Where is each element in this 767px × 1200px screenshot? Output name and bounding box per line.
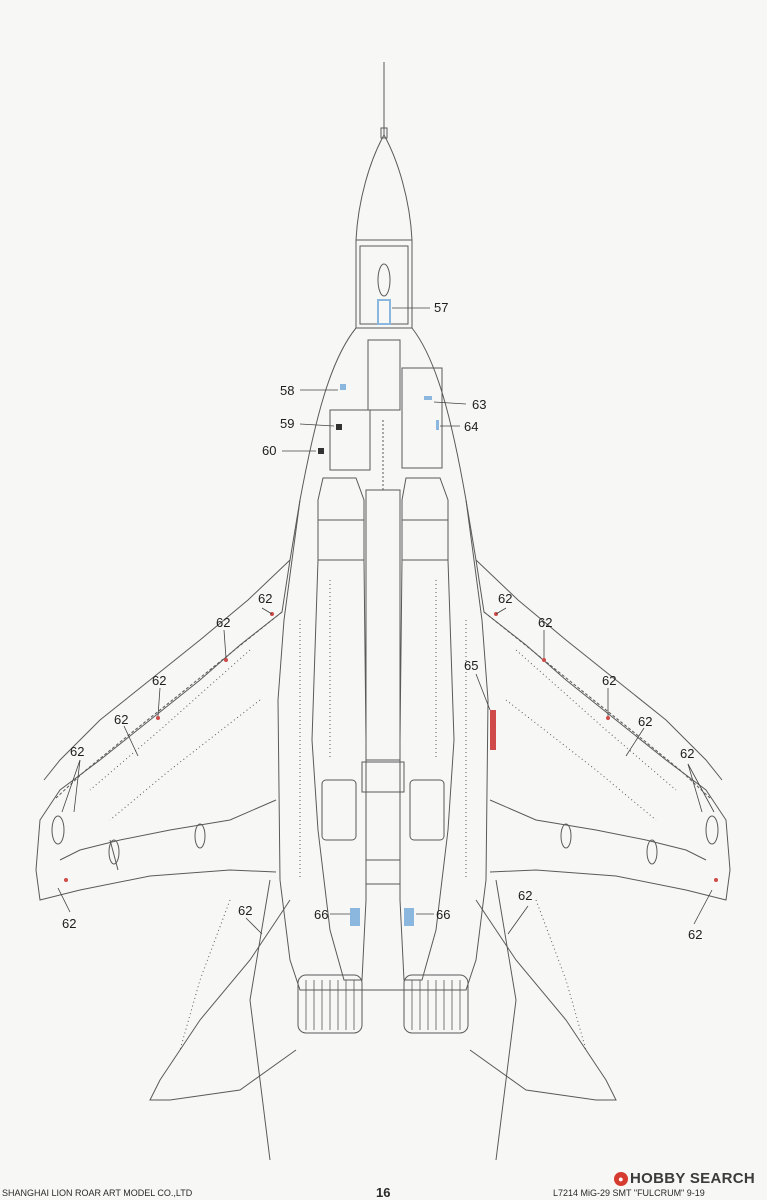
callout-65: 65 bbox=[464, 658, 479, 673]
decal-64 bbox=[436, 420, 439, 430]
ventral-fin-left bbox=[249, 879, 271, 1161]
nose-cone bbox=[355, 133, 413, 241]
pylon-right-outer-fairing bbox=[646, 839, 658, 865]
nacelle-right bbox=[399, 559, 455, 981]
callout-62-left-5: 62 bbox=[70, 744, 85, 759]
intake-left bbox=[317, 477, 365, 561]
decal-62-f bbox=[606, 716, 610, 720]
callout-62-right-7: 62 bbox=[518, 888, 533, 903]
wing-right-flap bbox=[489, 799, 707, 861]
wing-right bbox=[465, 499, 731, 901]
wing-left-leading-edge bbox=[43, 559, 291, 781]
publisher-credit: SHANGHAI LION ROAR ART MODEL CO.,LTD bbox=[2, 1188, 193, 1198]
callout-64: 64 bbox=[464, 419, 479, 434]
decal-62-h bbox=[714, 878, 718, 882]
decal-66-right bbox=[404, 908, 414, 926]
fuselage-outline bbox=[277, 327, 489, 991]
callout-62-left-2: 62 bbox=[216, 615, 231, 630]
forward-panel-right bbox=[401, 367, 443, 469]
brake-panel bbox=[365, 859, 401, 885]
decal-62-c bbox=[156, 716, 160, 720]
decal-60 bbox=[318, 448, 324, 454]
pylon-right-inner-fairing bbox=[560, 823, 572, 849]
pylon-left-outer bbox=[109, 839, 119, 871]
wingtip-left-pod bbox=[51, 815, 65, 845]
callout-62-left-3: 62 bbox=[152, 673, 167, 688]
decal-62-g bbox=[64, 878, 68, 882]
hobby-search-logo-icon: ● bbox=[614, 1172, 628, 1186]
watermark: ●HOBBY SEARCH bbox=[612, 1170, 758, 1187]
callout-62-left-1: 62 bbox=[258, 591, 273, 606]
callout-62-left-6: 62 bbox=[62, 916, 77, 931]
callout-66-left: 66 bbox=[314, 907, 329, 922]
vent-panel-center bbox=[361, 761, 405, 793]
forward-panel-left bbox=[329, 409, 371, 471]
nacelle-left bbox=[311, 559, 367, 981]
callout-57: 57 bbox=[434, 300, 449, 315]
ventral-fin-right bbox=[495, 879, 517, 1161]
pylon-left-outer-fairing bbox=[108, 839, 120, 865]
wing-right-leading-edge bbox=[475, 559, 723, 781]
decal-59 bbox=[336, 424, 342, 430]
callout-63: 63 bbox=[472, 397, 487, 412]
stabilizer-right bbox=[469, 899, 617, 1101]
stabilizer-left bbox=[149, 899, 297, 1101]
main-gear-bay-right bbox=[409, 779, 445, 841]
pitot-probe-base bbox=[380, 127, 388, 139]
decal-57 bbox=[377, 299, 391, 325]
callout-62-right-6: 62 bbox=[688, 927, 703, 942]
nose-gear-bay bbox=[359, 245, 409, 325]
wing-left-flap bbox=[59, 799, 277, 861]
callout-62-left-7: 62 bbox=[238, 903, 253, 918]
decal-63 bbox=[424, 396, 432, 400]
decal-58 bbox=[340, 384, 346, 390]
pylon-left-inner-fairing bbox=[194, 823, 206, 849]
nozzle-right bbox=[403, 974, 469, 1034]
decal-62-e bbox=[542, 658, 546, 662]
decal-66-left bbox=[350, 908, 360, 926]
forward-fuselage bbox=[355, 240, 413, 329]
wingtip-right-pod bbox=[705, 815, 719, 845]
callout-62-right-1: 62 bbox=[498, 591, 513, 606]
forward-panel-center bbox=[367, 339, 401, 411]
intake-right bbox=[401, 477, 449, 561]
nose-gear-door-mark bbox=[377, 263, 391, 297]
callout-60: 60 bbox=[262, 443, 277, 458]
callout-59: 59 bbox=[280, 416, 295, 431]
callout-58: 58 bbox=[280, 383, 295, 398]
callout-62-left-4: 62 bbox=[114, 712, 129, 727]
kit-title: L7214 MiG-29 SMT "FULCRUM" 9-19 bbox=[553, 1188, 705, 1198]
decal-65 bbox=[490, 710, 496, 750]
callout-66-right: 66 bbox=[436, 907, 451, 922]
callout-62-right-3: 62 bbox=[602, 673, 617, 688]
page-number: 16 bbox=[376, 1185, 391, 1200]
wing-left-slat-line bbox=[55, 611, 283, 799]
decals bbox=[64, 299, 718, 926]
callout-62-right-5: 62 bbox=[680, 746, 695, 761]
center-tunnel bbox=[365, 489, 401, 761]
wing-right-slat-line bbox=[483, 611, 711, 799]
callout-62-right-4: 62 bbox=[638, 714, 653, 729]
leader-lines bbox=[57, 307, 715, 935]
decal-62-b bbox=[224, 658, 228, 662]
nozzle-left bbox=[297, 974, 363, 1034]
callout-62-right-2: 62 bbox=[538, 615, 553, 630]
main-gear-bay-left bbox=[321, 779, 357, 841]
watermark-text: HOBBY SEARCH bbox=[630, 1170, 756, 1187]
wing-left bbox=[35, 499, 301, 901]
